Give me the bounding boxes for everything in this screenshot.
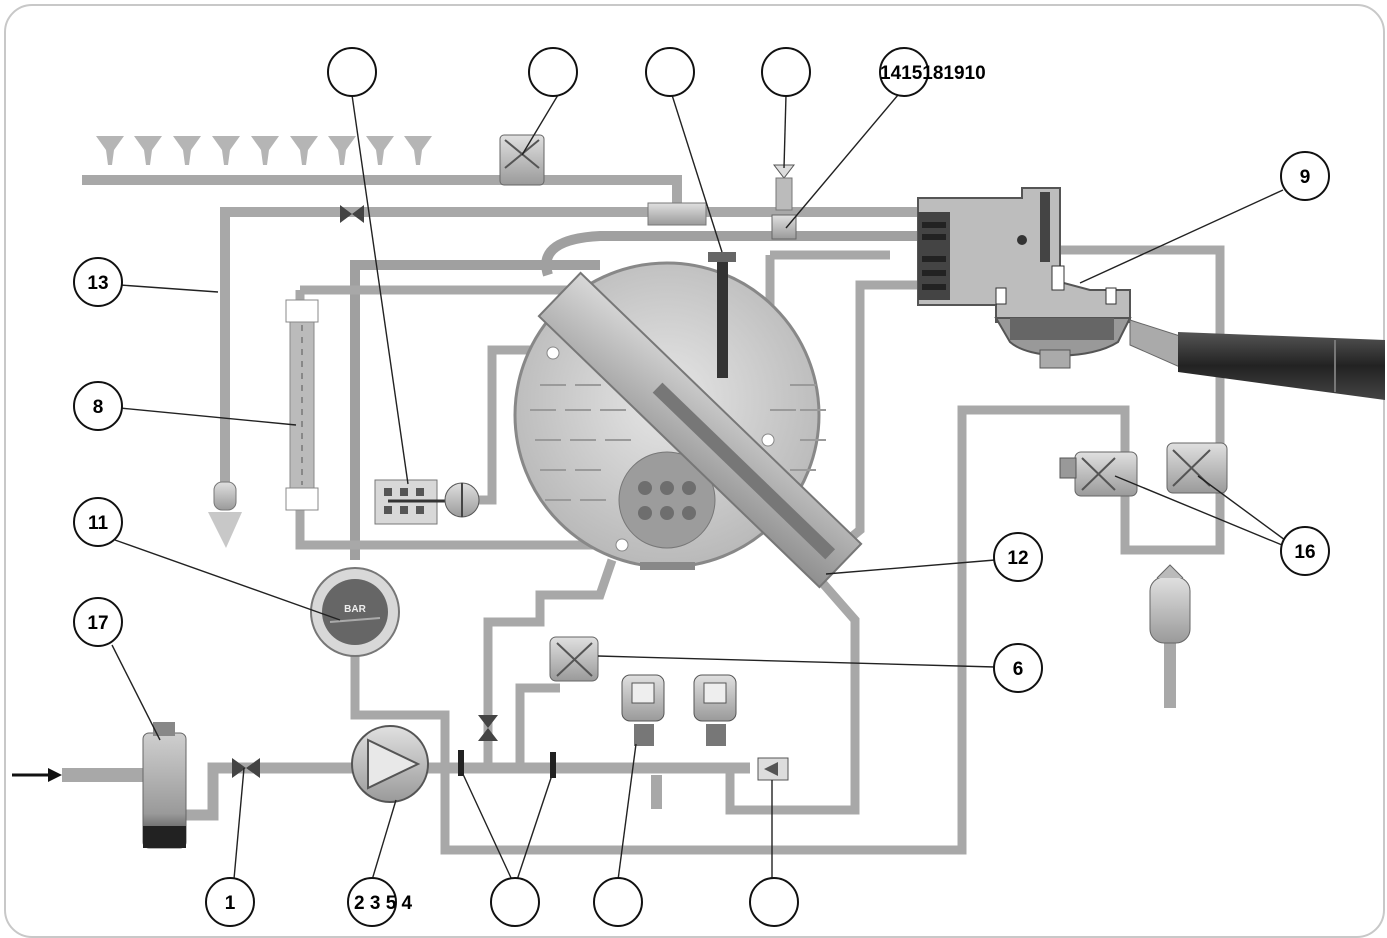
solenoid-6-pipe <box>515 683 560 768</box>
drain-stub <box>651 775 662 809</box>
pipes <box>62 175 1225 855</box>
callout-13: 13 <box>73 257 123 307</box>
tee-fitting <box>647 202 707 226</box>
water-softener <box>142 722 187 849</box>
vacuum-valve <box>771 164 797 240</box>
left-vertical-pipe <box>350 260 600 560</box>
check-valve-a <box>458 750 464 776</box>
heat-exchanger <box>537 271 863 589</box>
spray-nozzle-icon <box>134 136 162 165</box>
spray-nozzle-icon <box>328 136 356 165</box>
callout-1: 1 <box>205 877 255 927</box>
callout-8-label: 8 <box>93 397 104 418</box>
solenoid-valve-6 <box>549 636 599 682</box>
pump <box>351 725 429 803</box>
boiler <box>513 252 863 589</box>
callout-top-4 <box>761 47 811 97</box>
injector-return-pipe <box>725 577 860 815</box>
inlet-valve <box>232 758 260 778</box>
level-probe <box>717 258 728 378</box>
main-water-line <box>186 762 750 821</box>
spray-nozzle-icon <box>404 136 432 165</box>
inlet-arrow <box>12 768 62 782</box>
hot-water-tank <box>1149 564 1191 644</box>
callout-top-1 <box>327 47 377 97</box>
gauge-unit-label: BAR <box>344 604 366 615</box>
callout-top-3 <box>645 47 695 97</box>
leader-lines <box>111 94 1286 881</box>
fill-pipe <box>483 558 617 768</box>
drain-spray <box>208 481 242 548</box>
spray-nozzles <box>96 136 432 165</box>
callout-bottom-3 <box>490 877 540 927</box>
callout-top-5: 1415181910 <box>879 47 986 97</box>
callout-1-label: 1 <box>225 893 236 914</box>
spray-nozzle-icon <box>251 136 279 165</box>
spray-nozzle-icon <box>96 136 124 165</box>
group-head <box>917 187 1385 400</box>
callout-9: 9 <box>1280 151 1330 201</box>
callout-8: 8 <box>73 381 123 431</box>
outer-return-pipe <box>440 405 1130 855</box>
callout-11: 11 <box>73 497 123 547</box>
callouts: 1415181910 13 8 11 17 9 12 6 16 1 2 3 5 … <box>73 47 1330 927</box>
callout-top-5-label: 1415181910 <box>880 63 986 84</box>
check-valve-vertical <box>478 715 498 741</box>
heating-element <box>618 451 716 549</box>
callout-16: 16 <box>1280 526 1330 576</box>
callout-2354-label: 2 3 5 4 <box>354 893 413 914</box>
callout-12: 12 <box>993 532 1043 582</box>
solenoid-valves-16 <box>1059 442 1228 497</box>
pressostat <box>374 479 480 525</box>
callout-top-2 <box>528 47 578 97</box>
pressure-gauge: BAR <box>310 567 400 657</box>
spray-nozzle-icon <box>173 136 201 165</box>
pressostat-pipe <box>478 345 560 505</box>
callout-17: 17 <box>73 597 123 647</box>
gauge-pipe <box>350 640 450 768</box>
spray-nozzle-icon <box>366 136 394 165</box>
callout-2354: 2 3 5 4 <box>347 877 413 927</box>
flowmeters <box>621 674 737 746</box>
callout-16-label: 16 <box>1294 542 1315 563</box>
callout-13-label: 13 <box>87 273 108 294</box>
spray-nozzle-icon <box>290 136 318 165</box>
callout-12-label: 12 <box>1007 548 1028 569</box>
callout-bottom-5 <box>749 877 799 927</box>
group-return-pipe <box>1060 245 1225 555</box>
check-valve-top <box>340 205 364 223</box>
callout-6-label: 6 <box>1013 659 1024 680</box>
callout-11-label: 11 <box>88 513 109 534</box>
callout-17-label: 17 <box>87 613 108 634</box>
spray-valve <box>499 134 545 186</box>
callout-bottom-4 <box>593 877 643 927</box>
callout-9-label: 9 <box>1300 167 1311 188</box>
spray-header-pipe <box>82 175 682 212</box>
callout-6: 6 <box>993 643 1043 693</box>
check-valve-b <box>550 752 556 778</box>
sight-glass <box>285 299 319 511</box>
spray-nozzle-icon <box>212 136 240 165</box>
heat-exchanger-pipe <box>833 280 920 554</box>
